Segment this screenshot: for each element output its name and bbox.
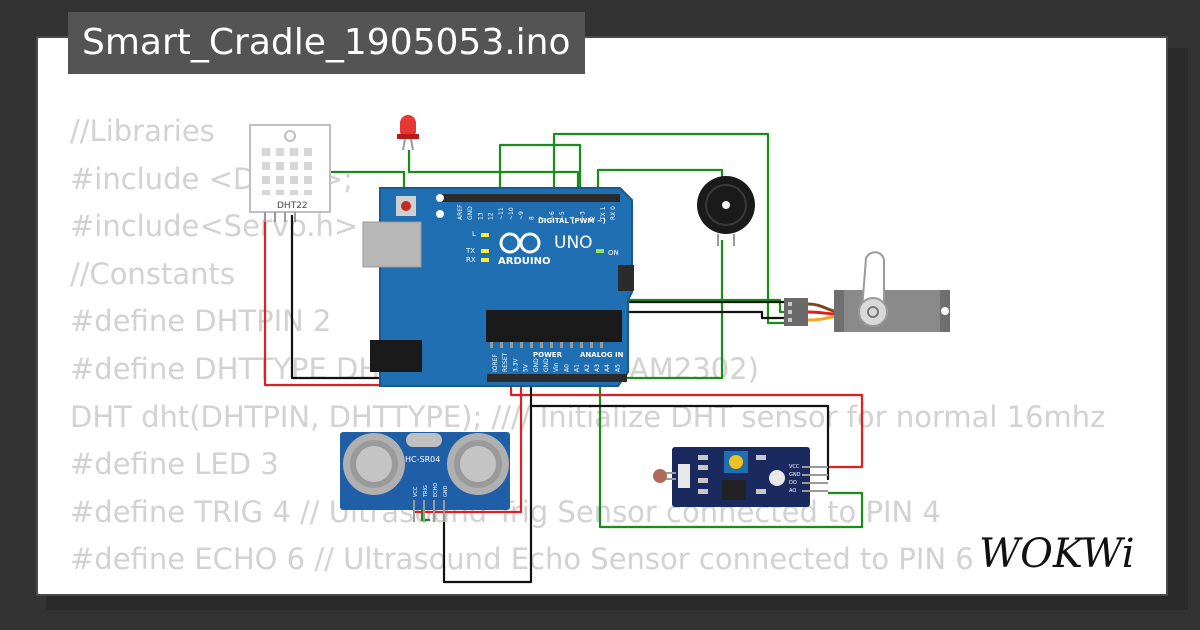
power-header: POWER xyxy=(533,351,563,359)
digital-header: DIGITAL (PWM ~) xyxy=(538,217,606,225)
pin-label: VCC xyxy=(789,464,800,470)
ldr-module: VCC GND DO AO xyxy=(653,447,828,507)
pin-label: 7 xyxy=(539,216,546,220)
code-line: DHT dht(DHTPIN, DHTTYPE); //// Initializ… xyxy=(70,399,1106,434)
pin-label: ECHO xyxy=(433,483,439,497)
pin-label: Vin xyxy=(553,362,560,372)
tx-label: TX xyxy=(465,247,475,255)
pin-label: RX 0 xyxy=(610,206,617,220)
pin-label: IOREF xyxy=(492,354,499,372)
code-line: #define DHTPIN 2 xyxy=(70,304,332,339)
on-label: ON xyxy=(608,249,619,257)
code-listing: //Libraries#include <DHT.h>;#include<Ser… xyxy=(70,108,1105,584)
pin-label: GND xyxy=(543,358,550,372)
pin-label: TX 1 xyxy=(600,206,607,221)
dht22-label: DHT22 xyxy=(277,201,308,211)
ultrasonic-pin-labels: VCC TRIG ECHO GND xyxy=(413,483,449,498)
pin-label: 4 xyxy=(569,216,576,220)
pin-label: 2 xyxy=(590,216,597,220)
ldr-pin-labels: VCC GND DO AO xyxy=(789,464,801,494)
dht22-sensor: DHT22 xyxy=(249,124,331,222)
pin-label: GND xyxy=(533,358,540,372)
pin-label: AO xyxy=(789,488,796,494)
pin-label: ~11 xyxy=(498,207,505,220)
pin-label: GND xyxy=(443,485,449,497)
analog-header: ANALOG IN xyxy=(580,351,624,359)
pin-label: A1 xyxy=(574,364,581,372)
code-line: #define LED 3 xyxy=(70,447,279,482)
red-led xyxy=(397,115,419,151)
ultrasonic-label: HC-SR04 xyxy=(405,455,440,464)
pin-label: RESET xyxy=(502,352,509,372)
code-line: #define ECHO 6 // Ultrasound Echo Sensor… xyxy=(70,542,974,577)
pin-label: GND xyxy=(789,472,801,478)
pin-label: DO xyxy=(789,480,797,486)
pin-label: AREF xyxy=(457,204,464,220)
wire-top-loop xyxy=(498,143,582,196)
wire-dht-vcc xyxy=(263,215,385,387)
pin-label: A2 xyxy=(584,364,591,372)
pin-label: ~10 xyxy=(508,207,515,220)
arduino-uno: DIGITAL (PWM ~) ARDUINO UNO ON L TX RX P… xyxy=(362,187,634,387)
wire-ldr-ao xyxy=(598,372,864,529)
code-line: //Constants xyxy=(70,256,236,291)
pin-label: 8 xyxy=(528,216,535,220)
wire-dht-gnd xyxy=(290,215,380,380)
pin-label: A0 xyxy=(563,364,570,372)
pin-label: 5V xyxy=(523,363,530,372)
l-label: L xyxy=(472,230,476,238)
pin-label: A4 xyxy=(604,364,611,372)
wire-gnd-ldr xyxy=(529,372,830,480)
pin-label: ~9 xyxy=(518,211,525,220)
wokwi-logo-text: WOKWi xyxy=(979,531,1135,577)
buzzer xyxy=(697,176,755,246)
pin-label: 3.3V xyxy=(512,357,519,372)
code-line: //Libraries xyxy=(70,114,215,148)
rx-label: RX xyxy=(466,256,476,264)
pin-label: 12 xyxy=(488,212,495,220)
servo-motor xyxy=(784,251,950,332)
wire-5v-ldr xyxy=(509,372,864,469)
pin-label: VCC xyxy=(413,486,419,497)
pin-label: TRIG xyxy=(423,485,429,498)
pin-label: A5 xyxy=(614,364,621,372)
arduino-model: UNO xyxy=(554,233,593,253)
pin-label: ~5 xyxy=(559,211,566,220)
ultrasonic-sensor: HC-SR04 VCC TRIG ECHO GND xyxy=(340,432,510,522)
pin-label: GND xyxy=(467,206,474,220)
wire-led-anode xyxy=(407,150,580,196)
wire-buzzer-signal xyxy=(552,132,788,325)
arduino-brand: ARDUINO xyxy=(498,256,550,267)
project-title[interactable]: Smart_Cradle_1905053.ino xyxy=(68,12,585,74)
pin-label: 13 xyxy=(477,212,484,220)
pin-label: ~3 xyxy=(579,211,586,220)
pin-label: ~6 xyxy=(549,211,556,220)
wire-gnd-us xyxy=(442,406,533,584)
code-line: #include<Servo.h> xyxy=(70,209,359,244)
wokwi-logo[interactable]: WOKWi xyxy=(975,522,1155,582)
pin-label: A3 xyxy=(594,364,601,372)
